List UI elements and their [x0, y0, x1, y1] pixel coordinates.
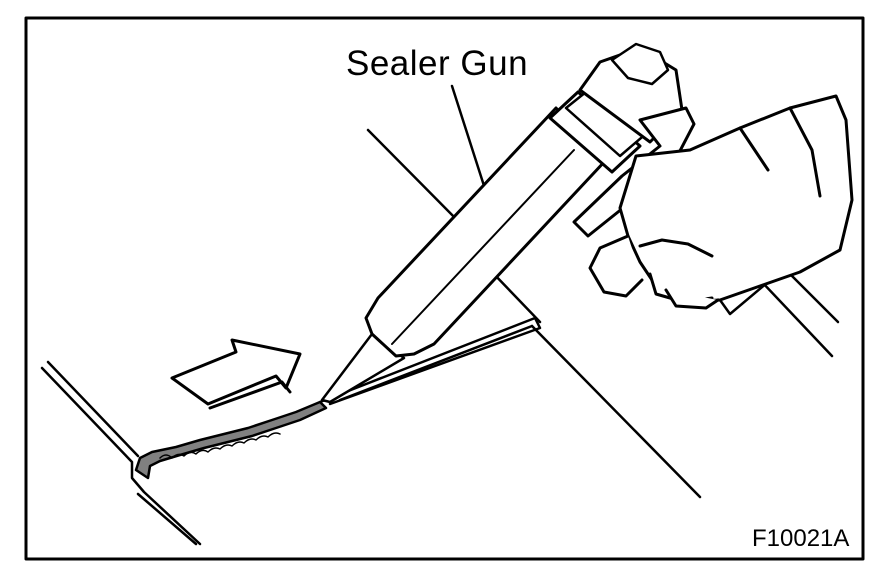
figure-frame: [24, 16, 865, 561]
hand-icon: [588, 94, 854, 310]
panel-lines: [40, 128, 840, 546]
callout-leader-line: [450, 84, 488, 194]
sealer-gun-icon: [320, 42, 782, 404]
figure-code: F10021A: [752, 525, 850, 552]
direction-arrow-icon: [170, 338, 302, 406]
sealer-bead-icon: [134, 400, 328, 480]
sealer-gun-label: Sealer Gun: [346, 44, 529, 83]
